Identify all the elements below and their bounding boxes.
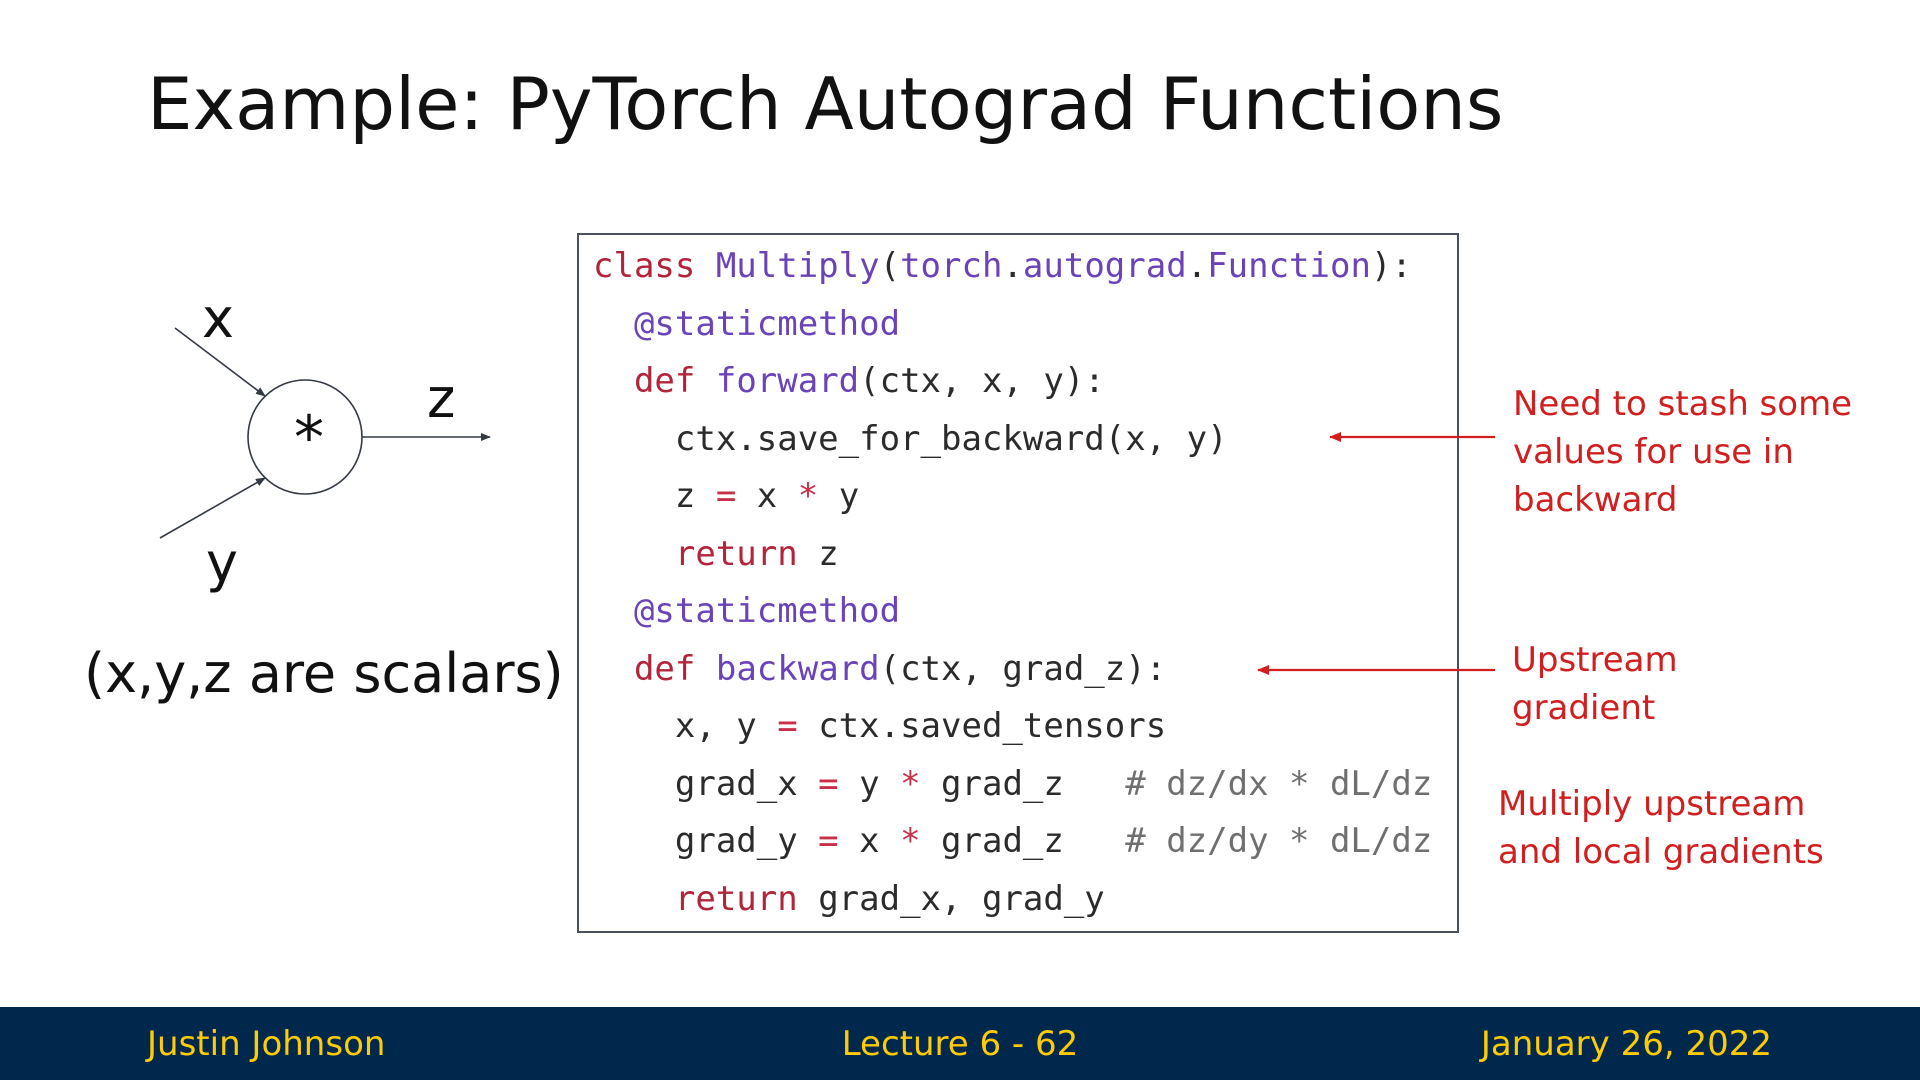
code-token: ): <box>1370 246 1412 286</box>
code-token: ctx.save_for_backward(x, y) <box>593 418 1228 459</box>
annotation-multiply-line: Multiply upstream <box>1498 784 1806 824</box>
code-token: y <box>838 763 901 804</box>
annotation-stash: Need to stash some values for use in bac… <box>1513 380 1852 524</box>
edge-y <box>159 477 266 539</box>
code-token: z <box>593 476 716 516</box>
code-line: ctx.save_for_backward(x, y) <box>593 422 1228 456</box>
code-token <box>593 534 675 574</box>
code-token: @staticmethod <box>633 591 901 631</box>
code-token: grad_x, grad_y <box>797 878 1105 919</box>
code-token: ( <box>879 246 901 286</box>
code-token: = <box>715 476 737 516</box>
code-token <box>593 361 634 401</box>
code-token <box>593 304 634 344</box>
code-token: * <box>797 476 819 516</box>
code-token: . <box>1002 246 1023 286</box>
annotation-stash-line: backward <box>1513 480 1678 520</box>
code-token: torch <box>900 246 1003 286</box>
code-line: def backward(ctx, grad_z): <box>593 652 1166 686</box>
annotation-multiply-line: and local gradients <box>1498 832 1824 872</box>
code-line: grad_x = y * grad_z # dz/dx * dL/dz <box>593 767 1432 801</box>
footer-author: Justin Johnson <box>147 1024 386 1064</box>
annotation-stash-line: values for use in <box>1513 432 1794 472</box>
code-token: = <box>818 763 839 804</box>
annotation-upstream-line: gradient <box>1512 688 1656 728</box>
code-line: class Multiply(torch.autograd.Function): <box>593 249 1412 283</box>
code-token: * <box>900 763 921 804</box>
edge-x <box>174 327 266 397</box>
code-token: (ctx, grad_z): <box>879 648 1167 689</box>
code-token <box>593 879 675 919</box>
code-token: x <box>736 476 798 516</box>
input-x-label: x <box>202 287 234 350</box>
code-token: y <box>818 476 860 516</box>
footer-bar: Justin Johnson Lecture 6 - 62 January 26… <box>0 1007 1920 1080</box>
code-token: . <box>1186 246 1208 286</box>
annotation-multiply: Multiply upstream and local gradients <box>1498 780 1824 876</box>
code-token: @staticmethod <box>633 303 901 344</box>
code-token: (ctx, x, y): <box>859 361 1105 401</box>
slide-title: Example: PyTorch Autograd Functions <box>147 62 1504 146</box>
code-token: class <box>593 246 716 286</box>
code-token: * <box>900 821 921 861</box>
graph-drawing <box>159 327 491 539</box>
code-line: x, y = ctx.saved_tensors <box>593 709 1166 743</box>
annotation-stash-line: Need to stash some <box>1513 384 1853 424</box>
code-token: = <box>818 821 839 861</box>
code-token: def <box>633 648 716 689</box>
code-token: grad_z <box>920 763 1126 804</box>
code-token: backward <box>715 648 880 689</box>
code-token: x, y <box>593 706 778 746</box>
annotation-upstream: Upstream gradient <box>1512 636 1678 732</box>
code-token: grad_x <box>593 763 819 804</box>
code-line: @staticmethod <box>593 307 900 341</box>
code-token: = <box>777 706 798 746</box>
code-token: forward <box>715 361 860 401</box>
code-token: Function <box>1207 246 1371 286</box>
code-line: return grad_x, grad_y <box>593 882 1105 916</box>
code-line: def forward(ctx, x, y): <box>593 364 1105 398</box>
code-token <box>593 591 634 631</box>
footer-date: January 26, 2022 <box>1480 1024 1772 1064</box>
footer-lecture: Lecture 6 - 62 <box>841 1024 1079 1064</box>
code-token: # dz/dx * dL/dz <box>1125 763 1433 804</box>
scalars-note: (x,y,z are scalars) <box>84 642 564 705</box>
code-token: ctx.saved_tensors <box>797 706 1167 746</box>
code-token <box>593 649 634 689</box>
code-line: grad_y = x * grad_z # dz/dy * dL/dz <box>593 824 1432 858</box>
code-token: return <box>674 533 798 574</box>
code-token: Multiply <box>715 246 880 286</box>
code-token: z <box>797 533 839 574</box>
code-line: return z <box>593 537 839 571</box>
code-line: z = x * y <box>593 479 859 513</box>
computational-graph: x z y * (x,y,z are scalars) <box>0 0 564 760</box>
annotation-upstream-line: Upstream <box>1512 640 1678 680</box>
code-token: # dz/dy * dL/dz <box>1125 821 1433 861</box>
code-token: x <box>838 821 901 861</box>
output-z-label: z <box>427 367 456 430</box>
multiply-operator: * <box>294 403 324 473</box>
code-token: grad_y <box>593 821 819 861</box>
code-block: class Multiply(torch.autograd.Function):… <box>577 233 1459 933</box>
code-line: @staticmethod <box>593 594 900 628</box>
code-token: autograd <box>1022 246 1187 286</box>
code-token: return <box>674 878 798 919</box>
code-token: grad_z <box>920 821 1126 861</box>
code-token: def <box>633 361 716 401</box>
input-y-label: y <box>206 531 238 594</box>
